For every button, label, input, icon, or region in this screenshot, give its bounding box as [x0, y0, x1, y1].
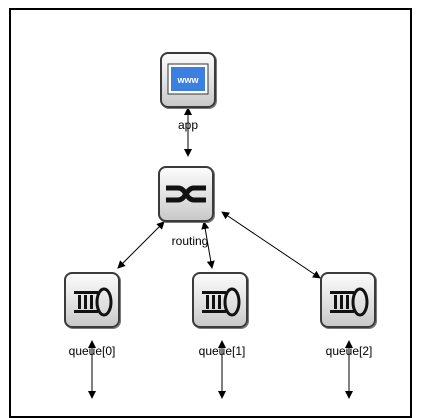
- queue-icon: [330, 287, 369, 317]
- node-queue2-label: queue[2]: [325, 344, 373, 358]
- link-routing-queue0[interactable]: [117, 221, 165, 269]
- queue-icon: [202, 287, 241, 317]
- network-canvas: www app routing queue[0]: [9, 8, 412, 418]
- node-queue1-label: queue[1]: [198, 344, 246, 358]
- node-queue0-label: queue[0]: [68, 344, 116, 358]
- www-icon: www: [167, 63, 209, 95]
- node-app-label: app: [177, 118, 199, 132]
- node-queue1[interactable]: [192, 272, 248, 328]
- link-routing-queue2[interactable]: [221, 211, 321, 279]
- svg-text:www: www: [176, 75, 199, 85]
- node-queue2[interactable]: [320, 272, 376, 328]
- connections-layer: [88, 107, 353, 399]
- node-routing[interactable]: [158, 166, 214, 222]
- node-app[interactable]: www: [160, 52, 216, 108]
- node-routing-label: routing: [171, 234, 209, 248]
- queue-icon: [74, 287, 113, 317]
- switch-icon: [166, 185, 206, 203]
- node-queue0[interactable]: [64, 272, 120, 328]
- link-routing-queue1[interactable]: [201, 221, 215, 269]
